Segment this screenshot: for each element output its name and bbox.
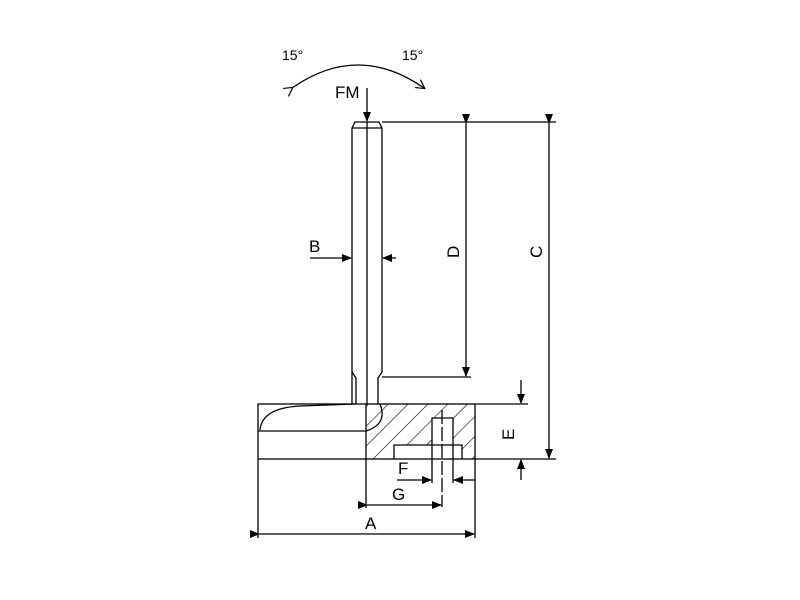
dim-c-label: C bbox=[527, 246, 546, 258]
dim-e-label: E bbox=[499, 429, 518, 440]
dim-f-label: F bbox=[398, 459, 408, 478]
dim-a-label: A bbox=[365, 514, 377, 533]
tilt-arc bbox=[292, 64, 424, 88]
tilt-right-label: 15° bbox=[402, 47, 423, 63]
threaded-stem bbox=[351, 121, 383, 404]
force-label: FM bbox=[335, 83, 360, 102]
tilt-left-label: 15° bbox=[282, 47, 303, 63]
dim-g-label: G bbox=[392, 485, 405, 504]
dim-d-label: D bbox=[444, 246, 463, 258]
base-pad bbox=[257, 403, 476, 507]
dim-b-label: B bbox=[309, 237, 320, 256]
